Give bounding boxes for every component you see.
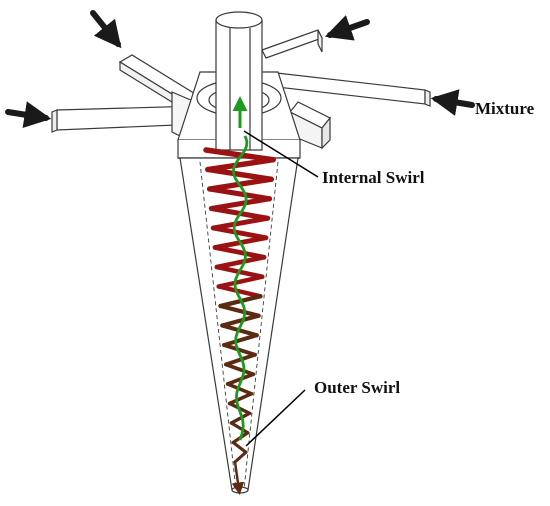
outer-swirl-segment xyxy=(218,303,261,318)
mixture-arrow-right xyxy=(430,89,475,116)
outer-swirl-segment xyxy=(222,333,259,348)
mixture-arrow-upper-right xyxy=(324,15,370,41)
outer-swirl-segment xyxy=(229,411,252,425)
outer-swirl-segment xyxy=(231,440,248,454)
outer-swirl-segment xyxy=(227,391,254,406)
outer-swirl-leader xyxy=(245,389,306,447)
outer-swirl-segment xyxy=(208,196,273,212)
mixture-arrow-upper-left xyxy=(90,10,122,49)
internal-swirl-leader xyxy=(243,130,319,178)
outer-swirl-exit-arrow xyxy=(231,461,245,495)
internal-swirl-label: Internal Swirl xyxy=(322,168,425,187)
outer-swirl-segment xyxy=(214,254,267,270)
outer-swirl-segment xyxy=(216,284,263,299)
outer-swirl-segment xyxy=(225,382,254,396)
inlet-pipe-right xyxy=(267,71,431,107)
cyclone-cone xyxy=(179,157,299,494)
mixture-arrows xyxy=(5,10,475,128)
inlet-pipe-upper-right xyxy=(261,29,323,59)
outer-swirl-segment xyxy=(222,343,257,357)
outer-swirl-segment xyxy=(205,157,276,173)
outer-swirl-segment xyxy=(210,225,269,241)
outer-swirl-segment xyxy=(210,215,271,231)
outer-swirl-segment xyxy=(220,313,261,328)
outer-swirl-segment xyxy=(205,166,274,182)
outer-swirl-segment xyxy=(229,421,250,435)
mixture-label: Mixture xyxy=(475,99,535,118)
outer-swirl-segment xyxy=(224,362,256,377)
mixture-arrow-left xyxy=(5,101,52,128)
outer-swirl-segment xyxy=(216,274,265,289)
outer-swirl-segment xyxy=(207,186,273,202)
outer-swirl-segment xyxy=(233,450,248,464)
vortex-finder xyxy=(215,11,263,151)
outer-swirl-label: Outer Swirl xyxy=(314,378,400,397)
outer-swirl-segment xyxy=(203,147,276,163)
internal-swirl-path xyxy=(232,135,249,441)
outer-swirl-segment xyxy=(212,245,267,260)
internal-swirl-spiral xyxy=(232,135,249,441)
